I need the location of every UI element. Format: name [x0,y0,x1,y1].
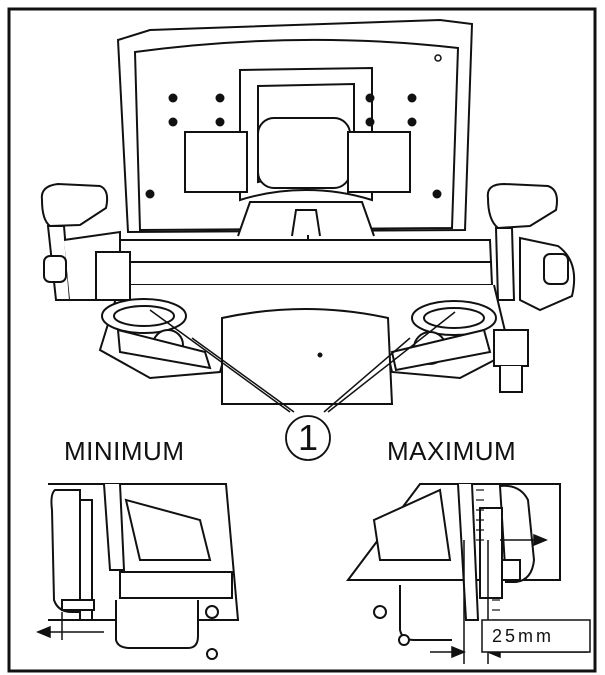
minimum-detail [48,483,240,660]
seat-back [116,18,474,282]
dimension-box [481,619,591,653]
diagram-border [7,7,597,673]
minimum-label: MINIMUM [64,436,185,466]
callout-circle [285,415,331,461]
min-dimension-marker [36,612,104,640]
mounting-holes [145,54,442,199]
dimension-label: 25mm [492,626,555,646]
right-armrest [390,182,576,393]
maximum-detail [346,483,561,646]
left-armrest [40,182,212,370]
maximum-label: MAXIMUM [387,436,517,466]
callout-number: 1 [297,417,319,458]
callout-leaders [149,309,456,413]
